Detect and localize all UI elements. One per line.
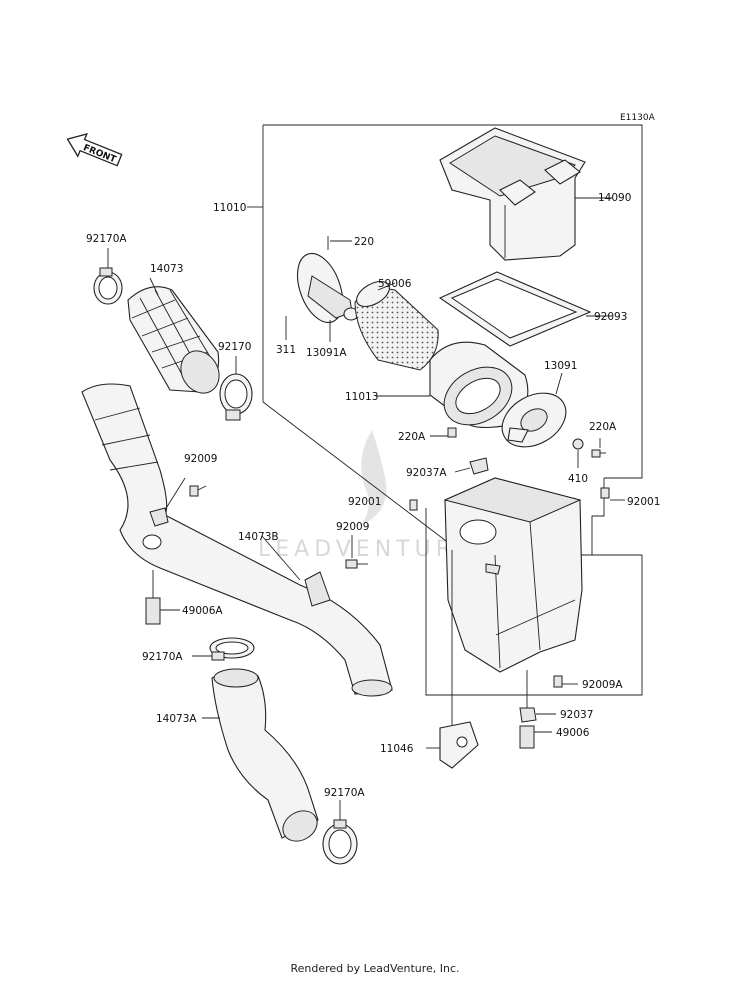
label-13091: 13091 xyxy=(544,360,577,372)
label-92170: 92170 xyxy=(218,341,251,353)
label-11046: 11046 xyxy=(380,743,414,755)
label-92037A: 92037A xyxy=(406,467,447,479)
label-92037: 92037 xyxy=(560,709,593,721)
label-311: 311 xyxy=(276,344,296,356)
front-arrow-icon: FRONT xyxy=(66,133,123,167)
label-92009-mid: 92009 xyxy=(336,521,369,533)
label-14073A: 14073A xyxy=(156,713,197,725)
label-49006A: 49006A xyxy=(182,605,223,617)
mount-bracket xyxy=(426,550,479,769)
label-410: 410 xyxy=(568,473,588,485)
intake-boot-upper xyxy=(93,248,253,421)
label-13091A: 13091A xyxy=(306,347,347,359)
label-220A-left: 220A xyxy=(398,431,426,443)
gasket xyxy=(438,271,612,347)
label-92009-top: 92009 xyxy=(184,453,217,465)
airbox-cover xyxy=(439,127,612,261)
airbox-case xyxy=(409,477,625,673)
lower-fasteners xyxy=(519,670,578,749)
filter-element xyxy=(376,341,529,429)
label-49006: 49006 xyxy=(556,727,590,739)
foam-filter xyxy=(354,280,439,371)
label-92001-right: 92001 xyxy=(627,496,660,508)
assembly-bracket xyxy=(247,124,643,696)
label-92170A-mid: 92170A xyxy=(142,651,183,663)
label-92170A-top: 92170A xyxy=(86,233,127,245)
label-14073B: 14073B xyxy=(238,531,279,543)
label-92093: 92093 xyxy=(594,311,627,323)
label-11013: 11013 xyxy=(345,391,378,403)
label-92170A-bottom: 92170A xyxy=(324,787,365,799)
lower-left-clamps xyxy=(145,570,255,661)
label-92001-left: 92001 xyxy=(348,496,381,508)
label-92009A: 92009A xyxy=(582,679,623,691)
filter-cage xyxy=(285,236,359,342)
label-220: 220 xyxy=(354,236,374,248)
intake-duct-lower xyxy=(202,668,358,865)
watermark-text: LEADVENTURE xyxy=(258,537,475,562)
watermark: LEADVENTURE xyxy=(258,430,475,562)
intake-duct-long xyxy=(81,383,393,697)
label-220A-right: 220A xyxy=(589,421,617,433)
label-14073: 14073 xyxy=(150,263,183,275)
part-labels: 11010 14090 220 59006 92093 311 13091A 1… xyxy=(86,192,660,799)
diagram-code: E1130A xyxy=(620,113,656,123)
label-59006: 59006 xyxy=(378,278,412,290)
footer-credit: Rendered by LeadVenture, Inc. xyxy=(290,962,460,975)
end-cover xyxy=(430,372,606,468)
label-14090: 14090 xyxy=(598,192,631,204)
label-11010: 11010 xyxy=(213,202,246,214)
clamp-92037A xyxy=(454,457,489,475)
